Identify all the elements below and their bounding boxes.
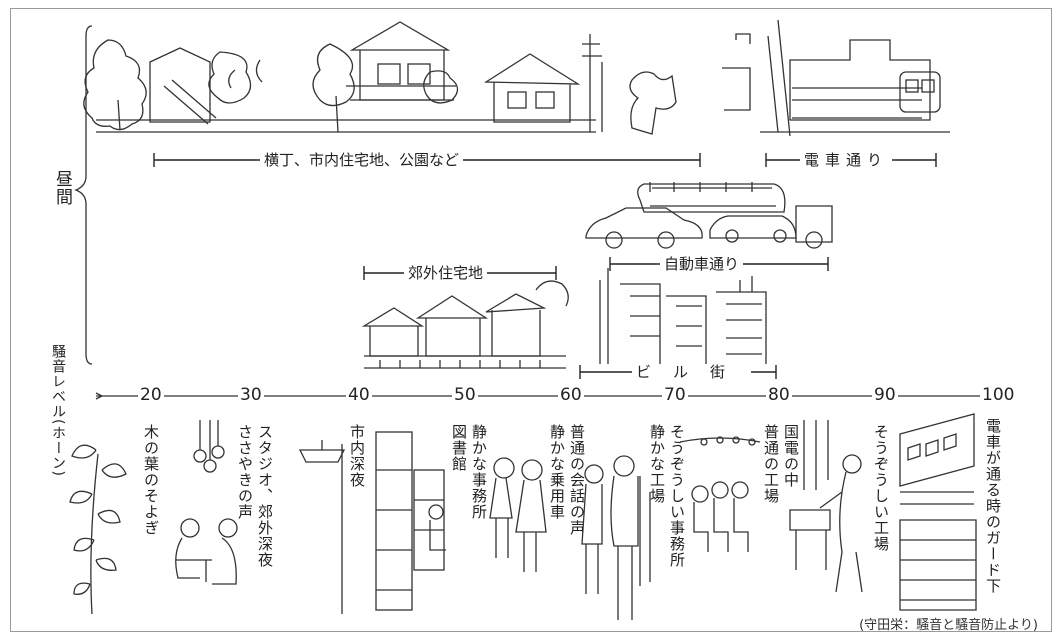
level-normal-factory: 普通の工場 (762, 424, 780, 504)
studio-sketch (175, 420, 238, 585)
leaves-sketch (69, 444, 127, 615)
level-quiet-car: 静かな乗用車 (548, 424, 566, 520)
level-studio: スタジオ、郊外深夜 (256, 424, 274, 568)
tick-80: 80 (766, 385, 792, 405)
tick-20: 20 (138, 385, 164, 405)
busy-office-sketch (679, 436, 761, 552)
range-label-suburb: 郊外住宅地 (404, 266, 488, 281)
range-label-train-street: 電車通り (800, 153, 893, 168)
level-conversation: 普通の会話の声 (568, 424, 586, 536)
level-quiet-office: 静かな事務所 (470, 424, 488, 520)
residential-street-sketch (83, 21, 603, 133)
level-train-interior: 国電の中 (782, 424, 800, 488)
level-city-night: 市内深夜 (348, 424, 366, 488)
suburb-houses-sketch (361, 280, 569, 369)
tick-40: 40 (346, 385, 372, 405)
train-street-sketch (760, 19, 950, 137)
range-label-side-street: 横丁、市内住宅地、公園など (260, 153, 464, 168)
car-street-sketch (585, 182, 833, 249)
level-whisper: ささやきの声 (236, 424, 254, 520)
level-quiet-factory: 静かな工場 (648, 424, 666, 504)
factory-sketch (789, 420, 863, 593)
axis-title: 騒音レベル(ホーン) (50, 344, 66, 477)
railway-bridge-sketch (899, 413, 977, 611)
library-sketch (375, 431, 446, 611)
level-busy-office: そうぞうしい事務所 (668, 424, 686, 568)
level-railway-bridge: 電車が通る時のガード下 (984, 418, 1002, 594)
level-noisy-factory: そうぞうしい工場 (872, 424, 890, 552)
office-buildings-sketch (599, 268, 767, 364)
tick-90: 90 (872, 385, 898, 405)
tick-30: 30 (238, 385, 264, 405)
conversation-sketch (581, 455, 651, 620)
range-label-buildings: ビル街 (632, 365, 752, 380)
figure-frame (10, 8, 1052, 632)
tick-100: 100 (980, 385, 1017, 405)
tick-70: 70 (662, 385, 688, 405)
level-leaves: 木の葉のそよぎ (142, 424, 160, 536)
range-label-car-street: 自動車通り (660, 257, 744, 272)
source-citation: (守田栄：騒音と騒音防止より) (859, 618, 1038, 633)
tick-50: 50 (452, 385, 478, 405)
street-lamp-sketch (298, 440, 346, 614)
daytime-bracket (74, 25, 93, 365)
daytime-label: 昼間 (52, 170, 72, 206)
office-people-sketch (489, 457, 547, 572)
tick-60: 60 (558, 385, 584, 405)
level-library: 図書館 (450, 424, 468, 472)
